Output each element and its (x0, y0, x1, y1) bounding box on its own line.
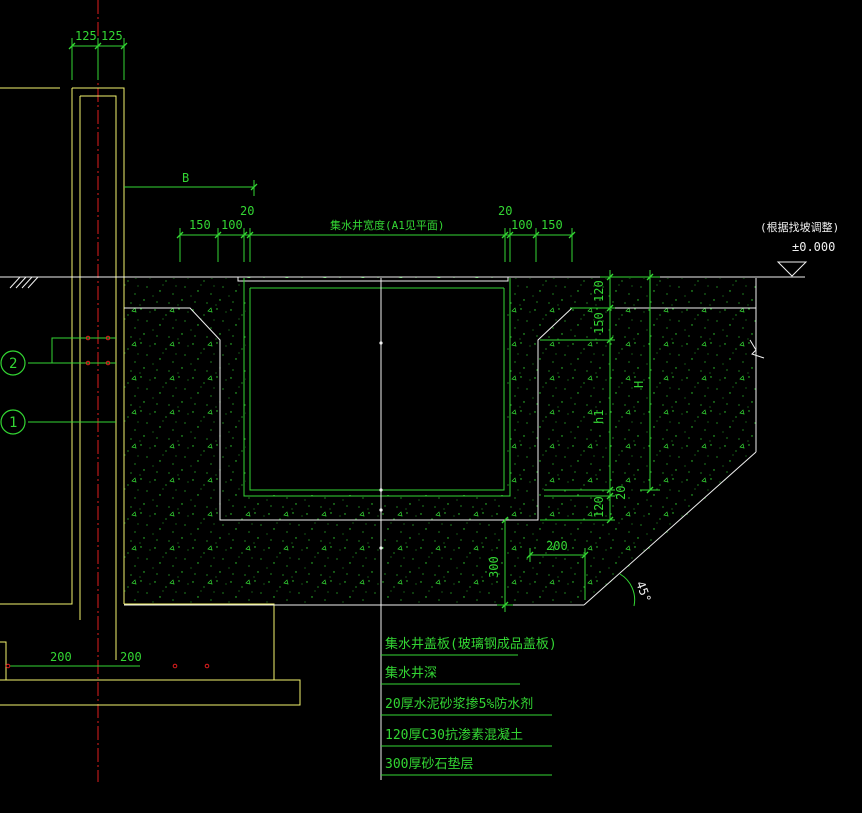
dim-angle: 45° (633, 579, 654, 604)
dim-v-h1: h1 (592, 410, 606, 424)
dim-right-150: 150 (541, 218, 563, 232)
elevation-value: ±0.000 (792, 240, 835, 254)
legend-item-4: 300厚砂石垫层 (385, 756, 473, 772)
footing-base (0, 679, 301, 706)
tick-marks (68, 42, 654, 609)
grating-cover (237, 276, 509, 282)
dim-v-20: 20 (614, 486, 628, 500)
lining-outer (243, 278, 511, 497)
legend-item-3: 120厚C30抗渗素混凝土 (385, 727, 523, 743)
dim-top-right: 125 (101, 29, 123, 43)
dim-right-20: 20 (498, 204, 512, 218)
footing (0, 603, 275, 681)
lining-inner (249, 288, 505, 491)
dim-base-200-left: 200 (50, 650, 72, 664)
dim-h-200-right: 200 (546, 539, 568, 553)
labels: 125 125 B 150 100 20 集水井宽度(A1见平面) 20 100… (9, 29, 654, 664)
dim-v-150: 150 (592, 312, 606, 334)
pit-lining (243, 278, 511, 497)
legend: 集水井盖板(玻璃钢成品盖板) 集水井深 20厚水泥砂浆掺5%防水剂 120厚C3… (385, 636, 557, 772)
dim-top-left: 125 (75, 29, 97, 43)
dim-base-200-right: 200 (120, 650, 142, 664)
dim-v-120-top: 120 (592, 280, 606, 302)
dim-v-h: H (632, 381, 646, 388)
rebar-dots (5, 335, 210, 669)
marker-2-circle (0, 350, 26, 376)
dim-left-150: 150 (189, 218, 211, 232)
elevation-labels: (根据找坡调整) ±0.000 (760, 220, 839, 254)
dim-left-20: 20 (240, 204, 254, 218)
dim-pit-width: 集水井宽度(A1见平面) (330, 218, 445, 232)
legend-item-0: 集水井盖板(玻璃钢成品盖板) (385, 636, 557, 652)
dim-right-100: 100 (511, 218, 533, 232)
marker-1-label: 1 (9, 415, 17, 431)
ground-hatch (9, 276, 39, 289)
legend-item-1: 集水井深 (385, 665, 437, 681)
elevation-note: (根据找坡调整) (760, 220, 839, 234)
dim-left-100: 100 (221, 218, 243, 232)
wall-inner-line (80, 95, 117, 660)
break-line (749, 339, 765, 359)
footing-left (0, 641, 7, 680)
elevation-triangle (776, 261, 808, 277)
marker-2-label: 2 (9, 356, 17, 372)
dim-v-120-bottom: 120 (592, 496, 606, 518)
dim-v-300: 300 (487, 556, 501, 578)
wall-outer (72, 87, 125, 604)
structure-outlines (0, 87, 301, 706)
legend-item-2: 20厚水泥砂浆掺5%防水剂 (385, 696, 533, 712)
pit-side-outer (124, 307, 756, 521)
fill-regions (124, 277, 756, 605)
dim-b: B (182, 171, 189, 185)
marker-1-circle (0, 409, 26, 435)
wall-left (0, 88, 73, 605)
pit-void (246, 278, 506, 495)
ramp-right (583, 451, 757, 606)
